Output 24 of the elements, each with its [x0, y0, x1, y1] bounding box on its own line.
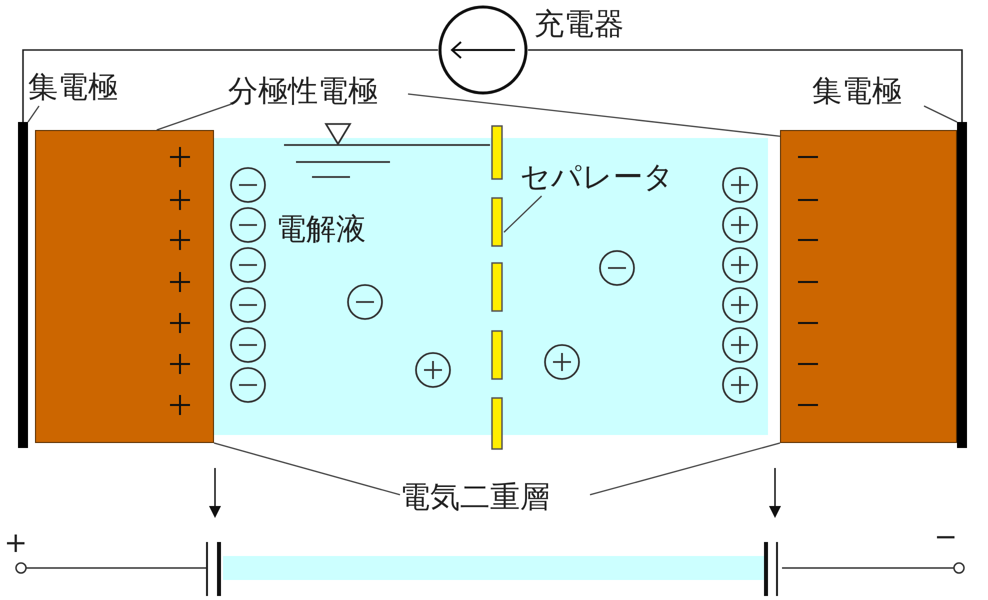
- electrode-box: [35, 130, 214, 443]
- leader-line: [408, 93, 780, 137]
- charger-label: 充電器: [534, 6, 624, 44]
- component-label: 分極性電極: [228, 72, 408, 112]
- leader-line: [504, 196, 542, 233]
- wire: [528, 49, 963, 122]
- electrode-box: [780, 130, 957, 443]
- leader-line: [27, 106, 40, 122]
- component-label: 電気二重層: [400, 478, 590, 520]
- leader-line: [156, 103, 232, 131]
- electrolyte-label: 電解液: [276, 211, 366, 249]
- current-collector-bar: [18, 122, 28, 448]
- electrolyte-area: [214, 138, 768, 435]
- terminal-polarity-label: +: [4, 528, 28, 558]
- wire: [22, 49, 438, 122]
- component-label: セパレータ: [520, 158, 700, 198]
- current-collector-bar: [957, 122, 967, 448]
- component-label: 集電極: [28, 68, 138, 108]
- leader-line: [214, 442, 400, 496]
- separator: [490, 125, 504, 450]
- component-label: 集電極: [812, 72, 924, 112]
- leader-line: [590, 442, 780, 496]
- leader-line: [924, 105, 958, 123]
- terminal-polarity-label: −: [934, 522, 958, 552]
